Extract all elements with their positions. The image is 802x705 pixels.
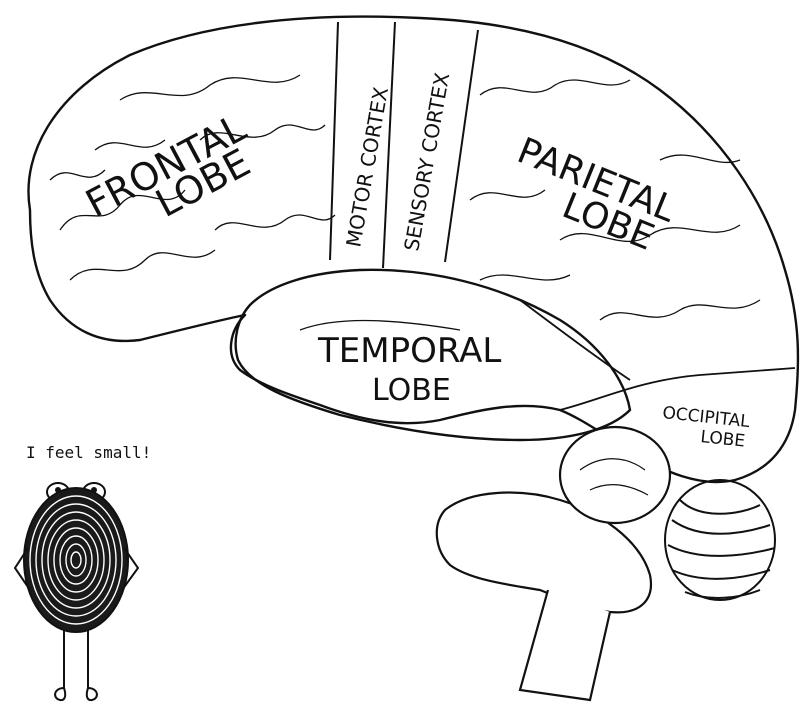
cerebellum: [665, 480, 775, 600]
brainstem: [437, 427, 670, 700]
occipital-lobe-label-2: LOBE: [699, 427, 746, 452]
temporal-lobe-label-1: TEMPORAL: [317, 331, 501, 371]
sensory-cortex-label: SENSORY CORTEX: [399, 71, 454, 253]
region-labels: FRONTAL LOBE MOTOR CORTEX SENSORY CORTEX…: [79, 71, 752, 452]
temporal-lobe-label-2: LOBE: [372, 373, 451, 408]
speech-text: I feel small!: [26, 443, 151, 462]
fingerprint-body: [24, 488, 128, 632]
fingerprint-character: I feel small!: [15, 443, 151, 700]
